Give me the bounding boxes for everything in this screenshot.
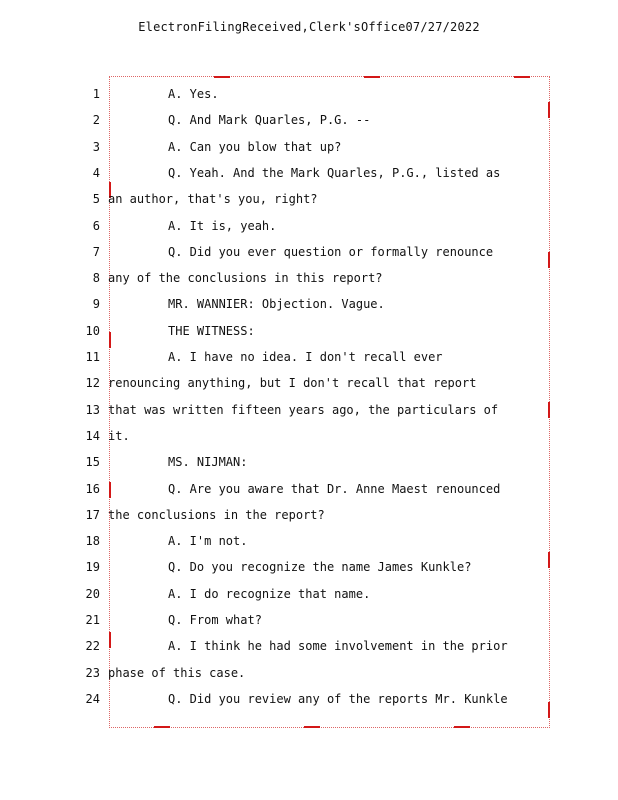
frame-mark — [548, 552, 550, 568]
line-number: 20 — [85, 586, 100, 601]
line-number: 13 — [85, 402, 100, 417]
line-text: A. I think he had some involvement in th… — [168, 639, 508, 654]
line-number: 3 — [92, 139, 100, 154]
transcript-line: 20 A. I do recognize that name. — [0, 584, 618, 604]
frame-mark — [548, 702, 550, 718]
line-number: 24 — [85, 691, 100, 706]
line-text: phase of this case. — [108, 665, 246, 680]
frame-mark — [548, 102, 550, 118]
line-number: 9 — [92, 297, 100, 312]
page-frame — [109, 76, 550, 728]
line-number: 22 — [85, 639, 100, 654]
line-text: MS. NIJMAN: — [168, 455, 248, 470]
line-number: 19 — [85, 560, 100, 575]
transcript-line: 14 it. — [0, 426, 618, 446]
transcript-line: 3 A. Can you blow that up? — [0, 137, 618, 157]
line-number: 4 — [92, 165, 100, 180]
frame-mark — [214, 76, 230, 78]
line-number: 14 — [85, 428, 100, 443]
transcript-line: 11 A. I have no idea. I don't recall ever — [0, 347, 618, 367]
line-number: 5 — [92, 192, 100, 207]
transcript-line: 5 an author, that's you, right? — [0, 189, 618, 209]
transcript-line: 23 phase of this case. — [0, 663, 618, 683]
line-number: 7 — [92, 244, 100, 259]
filing-stamp-header: ElectronFilingReceived,Clerk'sOffice07/2… — [138, 20, 480, 34]
transcript-line: 7 Q. Did you ever question or formally re… — [0, 242, 618, 262]
line-text: it. — [108, 428, 130, 443]
transcript-line: 10 THE WITNESS: — [0, 321, 618, 341]
line-text: Q. Are you aware that Dr. Anne Maest ren… — [168, 481, 501, 496]
frame-mark — [109, 182, 111, 198]
frame-mark — [304, 726, 320, 728]
line-text: Q. Did you ever question or formally ren… — [168, 244, 494, 259]
line-text: THE WITNESS: — [168, 323, 255, 338]
line-number: 2 — [92, 113, 100, 128]
line-number: 21 — [85, 613, 100, 627]
line-text: Q. From what? — [168, 613, 262, 627]
transcript-line: 24 Q. Did you review any of the reports M… — [0, 689, 618, 709]
transcript-line: 8 any of the conclusions in this report? — [0, 268, 618, 288]
frame-mark — [548, 402, 550, 418]
frame-mark — [109, 482, 111, 498]
transcript-line: 6 A. It is, yeah. — [0, 216, 618, 236]
transcript-line: 15 MS. NIJMAN: — [0, 452, 618, 472]
transcript-line: 1 A. Yes. — [0, 84, 618, 104]
transcript-line: 18 A. I'm not. — [0, 531, 618, 551]
transcript-line: 17 the conclusions in the report? — [0, 505, 618, 525]
line-number: 23 — [85, 665, 100, 680]
frame-mark — [454, 726, 470, 728]
frame-mark — [109, 332, 111, 348]
transcript-line: 12 renouncing anything, but I don't recal… — [0, 373, 618, 393]
frame-mark — [514, 76, 530, 78]
line-number: 18 — [85, 534, 100, 549]
line-text: A. Can you blow that up? — [168, 139, 342, 154]
line-text: renouncing anything, but I don't recall … — [108, 376, 477, 391]
line-text: A. I do recognize that name. — [168, 586, 371, 601]
line-text: A. I have no idea. I don't recall ever — [168, 350, 443, 364]
line-number: 1 — [92, 87, 100, 101]
line-number: 16 — [85, 481, 100, 496]
line-number: 17 — [85, 507, 100, 522]
transcript-line: 19 Q. Do you recognize the name James Kun… — [0, 557, 618, 577]
line-text: the conclusions in the report? — [108, 507, 325, 522]
line-text: Q. Do you recognize the name James Kunkl… — [168, 560, 472, 575]
line-text: Q. Did you review any of the reports Mr.… — [168, 691, 508, 706]
line-text: A. Yes. — [168, 87, 219, 101]
line-text: MR. WANNIER: Objection. Vague. — [168, 297, 385, 312]
frame-mark — [548, 252, 550, 268]
line-text: an author, that's you, right? — [108, 192, 318, 207]
line-number: 15 — [85, 455, 100, 470]
transcript-line: 22 A. I think he had some involvement in … — [0, 636, 618, 656]
line-number: 10 — [85, 323, 100, 338]
transcript-line: 9 MR. WANNIER: Objection. Vague. — [0, 294, 618, 314]
line-text: Q. Yeah. And the Mark Quarles, P.G., lis… — [168, 165, 501, 180]
line-text: any of the conclusions in this report? — [108, 271, 383, 286]
transcript-line: 21 Q. From what? — [0, 610, 618, 630]
frame-mark — [109, 632, 111, 648]
line-number: 12 — [85, 376, 100, 391]
transcript-line: 4 Q. Yeah. And the Mark Quarles, P.G., li… — [0, 163, 618, 183]
transcript-line: 13 that was written fifteen years ago, th… — [0, 400, 618, 420]
line-number: 6 — [92, 218, 100, 233]
transcript-line: 16 Q. Are you aware that Dr. Anne Maest r… — [0, 479, 618, 499]
line-text: that was written fifteen years ago, the … — [108, 402, 499, 417]
line-number: 8 — [92, 271, 100, 286]
line-text: Q. And Mark Quarles, P.G. -- — [168, 113, 371, 128]
frame-mark — [154, 726, 170, 728]
frame-mark — [364, 76, 380, 78]
line-text: A. I'm not. — [168, 534, 248, 549]
line-number: 11 — [85, 350, 100, 364]
transcript-line: 2 Q. And Mark Quarles, P.G. -- — [0, 110, 618, 130]
line-text: A. It is, yeah. — [168, 218, 277, 233]
